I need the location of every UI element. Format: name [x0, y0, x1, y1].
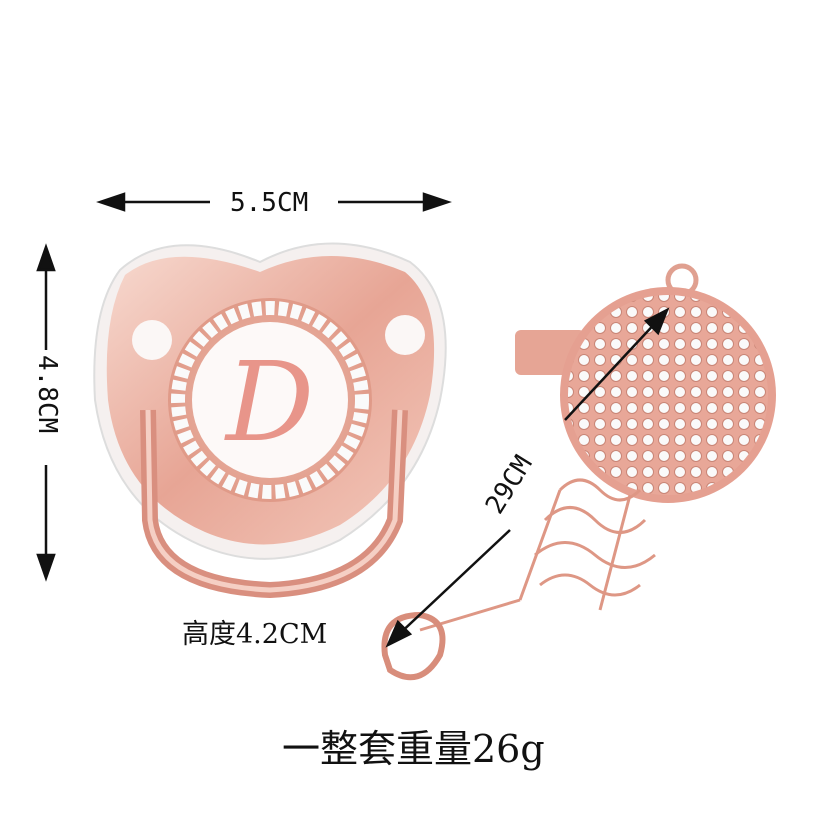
nipple-height-label: 高度4.2CM	[182, 619, 328, 650]
length-arrow	[385, 307, 670, 648]
width-label: 5.5CM	[230, 188, 309, 218]
height-label: 4.8CM	[32, 355, 62, 434]
pacifier-clip	[381, 263, 776, 681]
monogram-letter: D	[224, 338, 314, 466]
width-arrow	[96, 192, 452, 212]
height-arrow	[36, 243, 56, 582]
pacifier	[93, 242, 447, 599]
total-weight-label: 一整套重量26g	[282, 727, 545, 771]
